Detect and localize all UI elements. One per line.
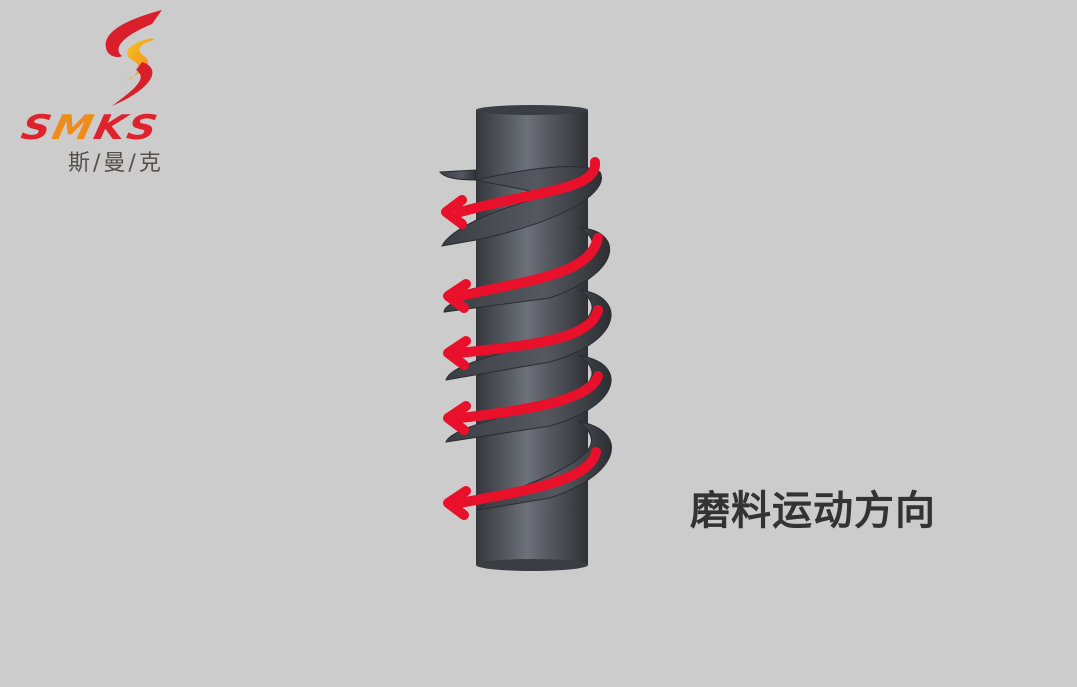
arrow-1	[441, 157, 601, 229]
logo-wordmark: SMKS	[18, 108, 163, 148]
s-swoosh-icon	[105, 10, 162, 106]
abrasive-direction-caption: 磨料运动方向	[690, 488, 936, 534]
screw-conveyor-diagram	[439, 105, 612, 571]
logo-chinese-name: 斯/曼/克	[68, 151, 164, 176]
logo-letter-s2: S	[123, 108, 163, 148]
abrasive-motion-arrows	[441, 157, 603, 520]
arrow-3	[443, 305, 603, 370]
arrow-4	[443, 371, 603, 435]
arrow-2	[443, 233, 603, 313]
company-logo: SMKS 斯/曼/克	[18, 8, 230, 183]
arrow-5	[443, 447, 601, 520]
